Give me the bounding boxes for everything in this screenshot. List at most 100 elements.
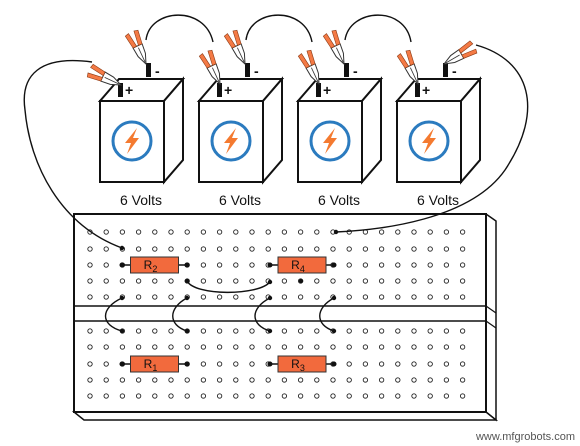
resistor-body <box>130 355 179 373</box>
wire-battery2-to-battery3 <box>245 14 313 43</box>
breadboard-hole <box>135 377 142 383</box>
breadboard-hole <box>362 262 369 268</box>
clip-battery1-negative <box>124 29 147 66</box>
resistor-R3: R3 <box>267 355 337 373</box>
resistor-body <box>277 355 327 373</box>
breadboard-hole <box>395 361 401 367</box>
breadboard-hole <box>87 344 93 350</box>
breadboard-hole <box>200 393 207 399</box>
resistor-R4: R4 <box>267 256 337 274</box>
breadboard-hole <box>249 262 255 268</box>
breadboard-hole <box>427 229 433 235</box>
breadboard-hole <box>443 344 450 350</box>
breadboard-hole <box>427 393 433 399</box>
breadboard-hole <box>135 278 142 284</box>
breadboard-hole <box>87 361 93 367</box>
wire-endpoint <box>298 278 304 284</box>
negative-terminal <box>344 63 349 77</box>
negative-terminal <box>146 63 151 77</box>
positive-terminal <box>415 83 420 97</box>
breadboard-hole <box>281 229 288 235</box>
alligator-clips <box>86 29 478 86</box>
breadboard-hole <box>459 393 466 399</box>
breadboard-hole <box>265 377 271 383</box>
breadboard-hole <box>152 294 158 300</box>
breadboard-hole <box>103 361 109 367</box>
breadboard-hole <box>249 344 255 350</box>
breadboard-hole <box>184 246 190 252</box>
breadboard-hole <box>346 393 352 399</box>
breadboard-hole <box>152 229 158 235</box>
breadboard-hole <box>395 246 401 252</box>
resistor-R2: R2 <box>119 256 190 274</box>
breadboard-hole <box>427 344 433 350</box>
breadboard-hole <box>411 328 417 334</box>
breadboard-hole <box>233 278 239 284</box>
breadboard-hole <box>281 294 288 300</box>
breadboard-hole <box>443 328 450 334</box>
breadboard-hole <box>233 262 239 268</box>
jumper-left-2 <box>172 297 188 332</box>
breadboard-hole <box>168 229 174 235</box>
positive-terminal <box>217 83 222 97</box>
positive-sign: + <box>224 82 232 98</box>
breadboard-hole <box>200 344 207 350</box>
breadboard-hole <box>87 393 93 399</box>
breadboard-hole <box>411 246 417 252</box>
jumper-right-2 <box>319 297 335 332</box>
breadboard-hole <box>168 294 174 300</box>
breadboard-hole <box>314 344 320 350</box>
breadboard-hole <box>135 246 142 252</box>
breadboard-hole <box>265 246 271 252</box>
breadboard-hole <box>459 278 466 284</box>
breadboard-hole <box>103 278 109 284</box>
breadboard-hole <box>459 328 466 334</box>
resistor-label: R4 <box>291 258 305 274</box>
battery-4: +- <box>394 63 483 185</box>
battery-bank: +-+-+-+- <box>97 63 483 185</box>
breadboard-hole <box>297 393 304 399</box>
wire-battery1-to-battery2 <box>145 14 214 43</box>
breadboard-hole <box>103 328 109 334</box>
wire-endpoint <box>267 295 273 301</box>
breadboard-hole <box>233 246 239 252</box>
breadboard-hole <box>427 377 433 383</box>
battery-2: +- <box>196 63 285 185</box>
wire-endpoint <box>184 328 190 334</box>
wire-endpoint <box>119 245 125 251</box>
breadboard-hole <box>362 246 369 252</box>
breadboard-hole <box>184 393 190 399</box>
breadboard-hole <box>281 393 288 399</box>
breadboard-hole <box>135 393 142 399</box>
breadboard-hole <box>314 377 320 383</box>
resistor-label: R2 <box>144 258 158 274</box>
wire-battery1-positive-lead <box>23 60 123 249</box>
breadboard-hole <box>378 246 385 252</box>
breadboard-hole <box>346 294 352 300</box>
breadboard-hole <box>443 262 450 268</box>
breadboard-hole <box>395 278 401 284</box>
battery-1: +- <box>97 63 186 185</box>
breadboard-hole <box>249 294 255 300</box>
breadboard-hole <box>297 328 304 334</box>
breadboard-hole <box>87 294 93 300</box>
breadboard-hole <box>200 246 207 252</box>
breadboard-hole <box>427 294 433 300</box>
breadboard-hole <box>249 278 255 284</box>
breadboard-hole <box>443 393 450 399</box>
breadboard-hole <box>233 393 239 399</box>
breadboard <box>71 213 499 422</box>
breadboard-hole <box>443 229 450 235</box>
positive-sign: + <box>323 82 331 98</box>
breadboard-hole <box>346 328 352 334</box>
breadboard-hole <box>135 344 142 350</box>
breadboard-hole <box>265 229 271 235</box>
lightning-bolt-icon <box>408 120 450 162</box>
breadboard-hole <box>459 294 466 300</box>
breadboard-hole <box>395 294 401 300</box>
breadboard-hole <box>249 328 255 334</box>
breadboard-hole <box>314 294 320 300</box>
clip-battery1-positive <box>86 63 123 86</box>
breadboard-hole <box>378 361 385 367</box>
